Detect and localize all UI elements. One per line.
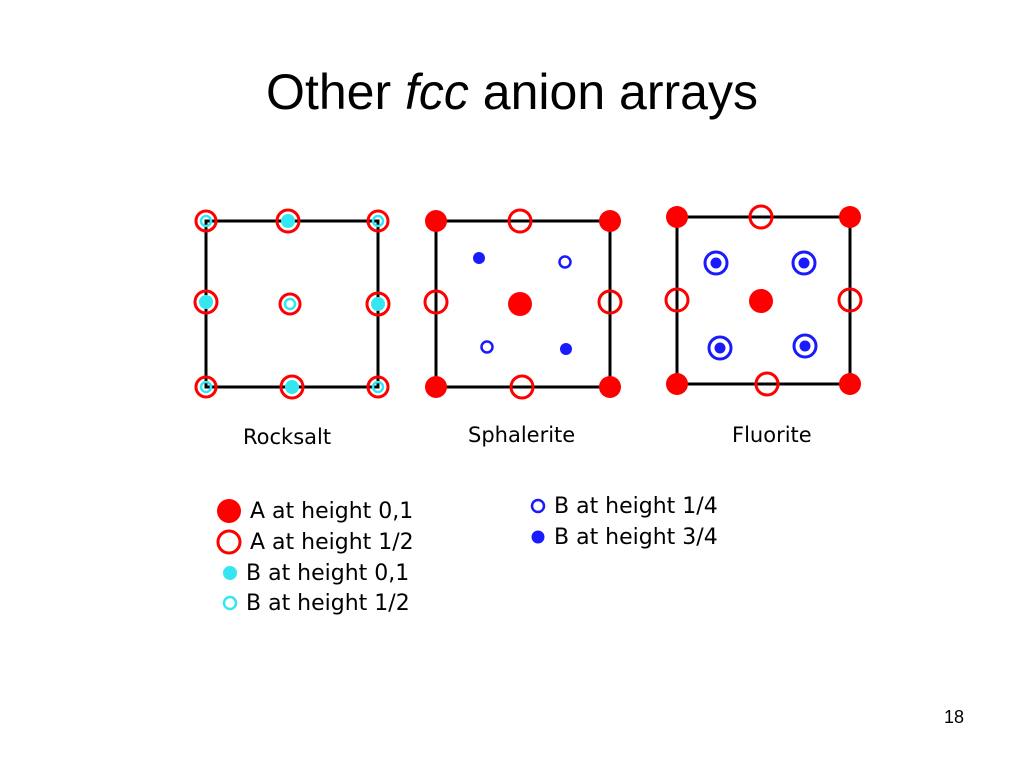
legend-b-height-1-2: B at height 1/2	[220, 590, 410, 616]
fluorite-cell	[664, 204, 863, 397]
sphalerite-b-1-4-lower	[480, 340, 494, 354]
rocksalt-center	[278, 292, 302, 316]
fluorite-corner-tr	[839, 206, 861, 228]
fluorite-edge-bottom	[754, 371, 780, 397]
legend-b-height-1-2-label: B at height 1/2	[246, 590, 410, 616]
solid-blue-dot-icon	[531, 530, 545, 544]
fluorite-label: Fluorite	[732, 423, 812, 447]
fluorite-corner-br	[839, 373, 861, 395]
slide-title: Other fcc anion arrays	[0, 62, 1024, 122]
rocksalt-edge-bottom	[279, 374, 305, 400]
legend-a-height-0-1-label: A at height 0,1	[250, 498, 414, 524]
solid-cyan-dot-icon	[223, 566, 237, 580]
fluorite-edge-top	[748, 204, 774, 230]
fluorite-edge-right	[837, 287, 863, 313]
legend-b-height-3-4: B at height 3/4	[528, 524, 718, 550]
sphalerite-b-3-4-lower	[560, 343, 572, 355]
fluorite-frame	[675, 215, 852, 386]
legend-a-height-1-2: A at height 1/2	[214, 527, 414, 557]
fluorite-edge-left	[664, 287, 690, 313]
rocksalt-corner-br	[366, 375, 390, 399]
fluorite-b-upper-left	[703, 250, 729, 276]
solid-red-circle-icon	[217, 499, 241, 523]
fluorite-corner-bl	[666, 373, 688, 395]
title-italic: fcc	[405, 64, 469, 120]
fluorite-b-lower-left	[707, 335, 733, 361]
hollow-red-circle-icon	[216, 529, 242, 555]
rocksalt-label: Rocksalt	[243, 425, 332, 449]
rocksalt-edge-top	[275, 208, 301, 234]
sphalerite-corner-tl	[425, 210, 447, 232]
legend-b-height-0-1-label: B at height 0,1	[246, 560, 410, 586]
fluorite-b-upper-right	[791, 250, 817, 276]
fluorite-b-lower-right	[792, 333, 818, 359]
sphalerite-frame	[434, 219, 612, 389]
fluorite-corner-tl	[666, 206, 688, 228]
unit-cell-diagrams	[193, 204, 863, 400]
sphalerite-corner-br	[599, 376, 621, 398]
sphalerite-corner-bl	[425, 376, 447, 398]
hollow-cyan-dot-icon	[222, 595, 238, 611]
rocksalt-cell	[193, 208, 391, 400]
rocksalt-edge-right	[365, 291, 391, 317]
sphalerite-edge-left	[423, 289, 449, 315]
legend-b-height-1-4-label: B at height 1/4	[554, 493, 718, 519]
fluorite-center	[749, 289, 773, 313]
page-number: 18	[943, 707, 964, 727]
legend-a-height-1-2-label: A at height 1/2	[250, 529, 414, 555]
sphalerite-b-3-4-upper	[473, 252, 485, 264]
title-suffix: anion arrays	[468, 64, 758, 120]
rocksalt-edge-left	[193, 289, 219, 315]
sphalerite-edge-right	[597, 289, 623, 315]
legend-a-height-0-1: A at height 0,1	[214, 496, 413, 526]
sphalerite-cell	[423, 208, 623, 400]
legend-b-height-3-4-label: B at height 3/4	[554, 524, 718, 550]
rocksalt-corner-tl	[194, 209, 218, 233]
sphalerite-corner-tr	[599, 210, 621, 232]
hollow-blue-dot-icon	[530, 498, 546, 514]
legend-b-height-0-1: B at height 0,1	[220, 560, 409, 586]
rocksalt-frame	[204, 219, 380, 389]
sphalerite-b-1-4-upper	[558, 255, 572, 269]
title-prefix: Other	[266, 64, 405, 120]
rocksalt-corner-bl	[194, 375, 218, 399]
sphalerite-edge-top	[507, 208, 533, 234]
rocksalt-corner-tr	[366, 209, 390, 233]
sphalerite-center	[508, 292, 532, 316]
legend-b-height-1-4: B at height 1/4	[528, 493, 718, 519]
sphalerite-edge-bottom	[509, 374, 535, 400]
sphalerite-label: Sphalerite	[468, 423, 576, 447]
